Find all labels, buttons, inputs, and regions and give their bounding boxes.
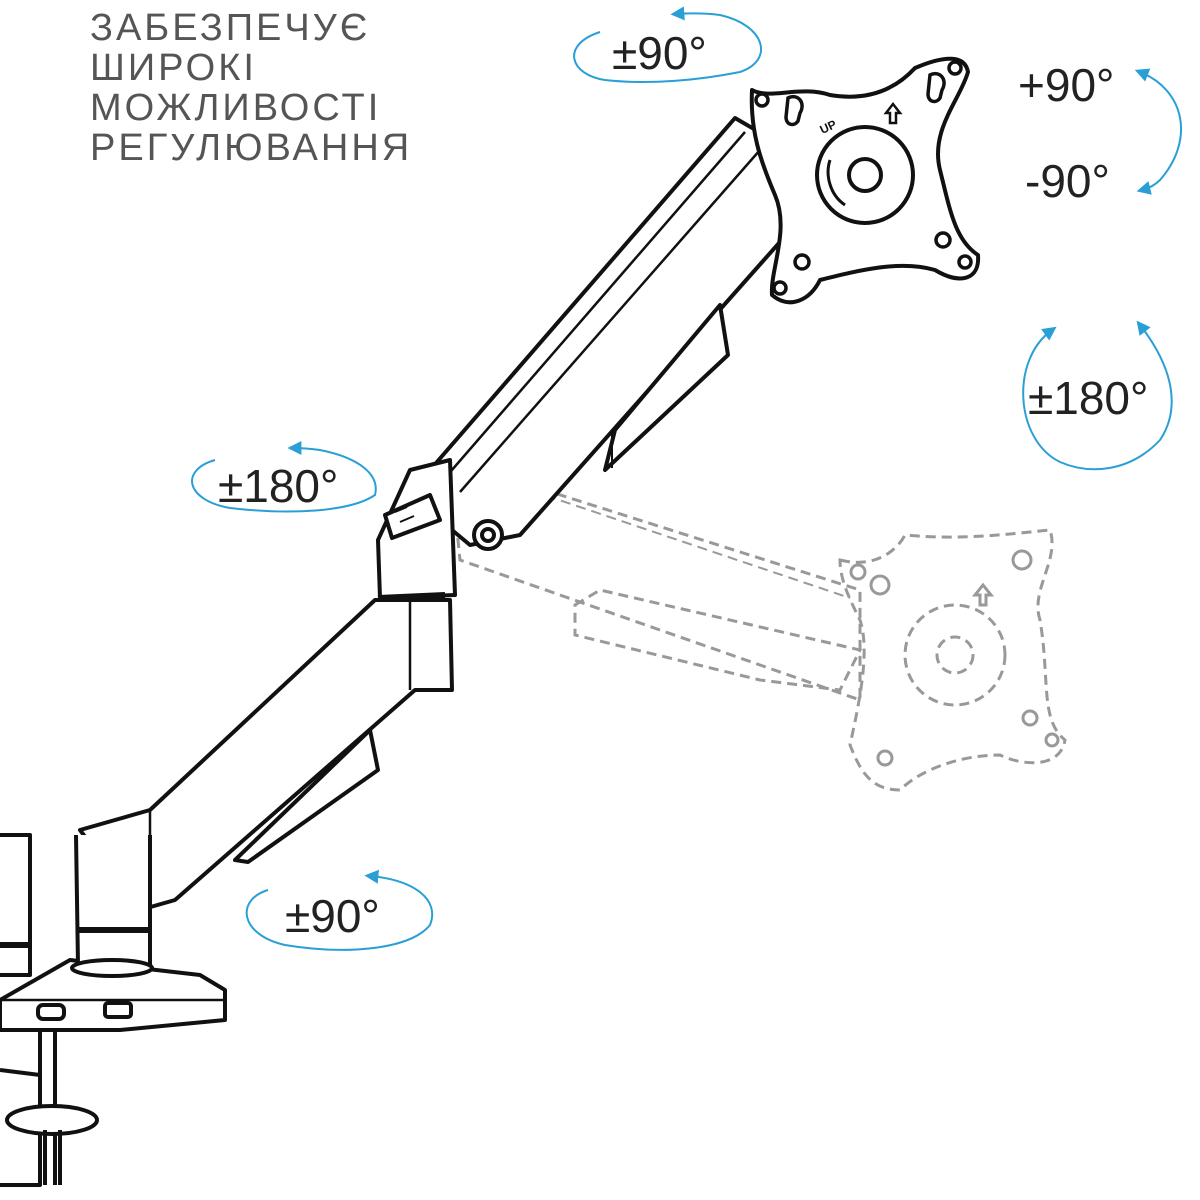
up-arrow-icon: [883, 101, 903, 125]
rotation-arrow-icon: [191, 6, 1182, 951]
upper-arm: [428, 116, 797, 551]
tilt-down-angle-label: -90°: [1025, 155, 1110, 207]
headline: ЗАБЕЗПЕЧУЄ ШИРОКІ МОЖЛИВОСТІ РЕГУЛЮВАННЯ: [90, 8, 412, 168]
ghost-plate-holes: [849, 549, 1060, 767]
base-clamp: [0, 833, 227, 1187]
vesa-plate: [749, 56, 981, 305]
headline-line-2: ШИРОКІ: [90, 47, 257, 89]
ghost-vesa-plate: [838, 528, 1067, 792]
tilt-up-angle-label: +90°: [1018, 59, 1115, 111]
headline-line-4: РЕГУЛЮВАННЯ: [90, 127, 413, 169]
plate-up-marking: UP: [818, 117, 839, 137]
base-swivel-angle-label: ±90°: [285, 890, 380, 942]
elbow-angle-label: ±180°: [218, 460, 339, 512]
lower-arm: [78, 592, 454, 912]
rotation-angle-label: ±180°: [1028, 372, 1149, 424]
vesa-plate-holes: [754, 60, 973, 296]
headline-line-3: МОЖЛИВОСТІ: [90, 87, 382, 129]
swivel-angle-label-top: ±90°: [612, 27, 707, 79]
elbow-joint: [376, 458, 457, 600]
headline-line-1: ЗАБЕЗПЕЧУЄ: [90, 7, 371, 49]
